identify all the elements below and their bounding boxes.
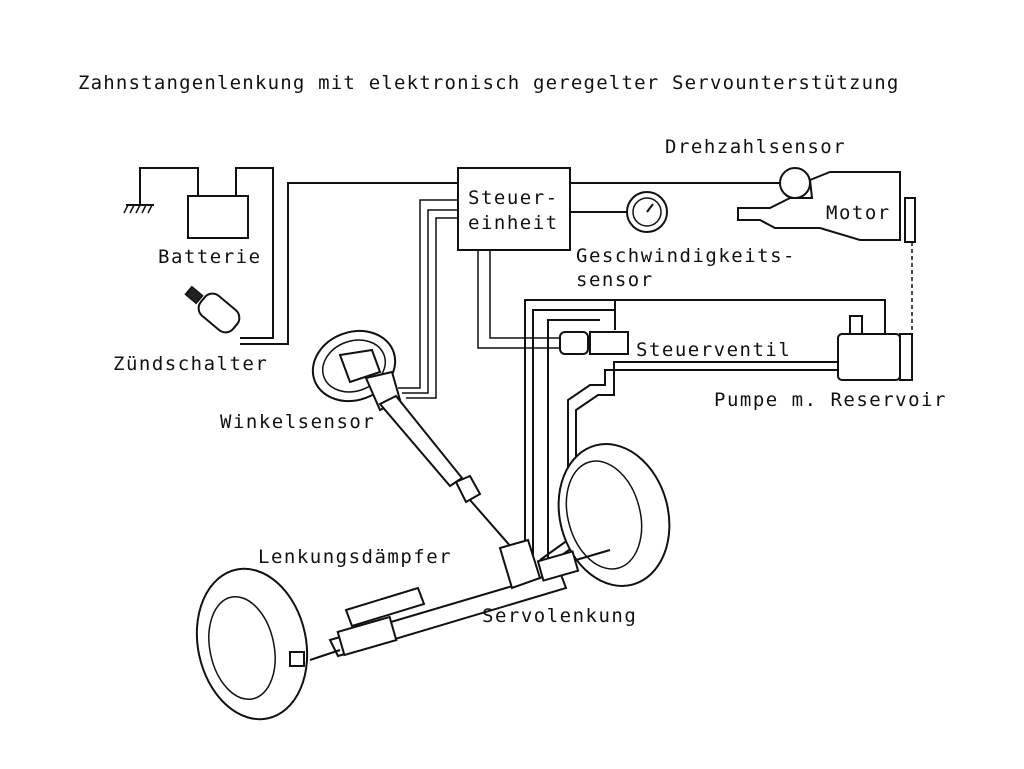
engine-motor xyxy=(737,171,901,241)
label-batterie: Batterie xyxy=(158,246,262,268)
front-wheel-right xyxy=(557,443,671,587)
label-steuereinheit-line2: einheit xyxy=(468,212,559,234)
label-drehzahlsensor: Drehzahlsensor xyxy=(665,136,846,158)
pump-reservoir xyxy=(837,315,913,381)
label-pumpe: Pumpe m. Reservoir xyxy=(714,389,947,411)
battery xyxy=(123,167,274,339)
control-unit xyxy=(457,167,571,251)
label-geschwindigkeitssensor-line1: Geschwindigkeits- xyxy=(576,245,796,267)
ignition-switch xyxy=(184,285,241,334)
steering-column xyxy=(364,370,513,549)
label-servolenkung: Servolenkung xyxy=(482,605,637,627)
label-steuereinheit-line1: Steuer- xyxy=(468,187,559,209)
label-zuendschalter: Zündschalter xyxy=(113,353,268,375)
diagram-title: Zahnstangenlenkung mit elektronisch gere… xyxy=(78,72,900,94)
front-wheel-left xyxy=(195,567,309,721)
label-geschwindigkeitssensor-line2: sensor xyxy=(576,269,654,291)
control-valve xyxy=(559,331,629,355)
label-motor: Motor xyxy=(826,202,891,224)
rpm-sensor xyxy=(779,167,811,199)
steering-rack xyxy=(309,538,611,661)
steering-damper xyxy=(344,586,426,628)
label-steuerventil: Steuerventil xyxy=(636,339,791,361)
label-lenkungsdaempfer: Lenkungsdämpfer xyxy=(258,546,452,568)
label-winkelsensor: Winkelsensor xyxy=(220,411,375,433)
